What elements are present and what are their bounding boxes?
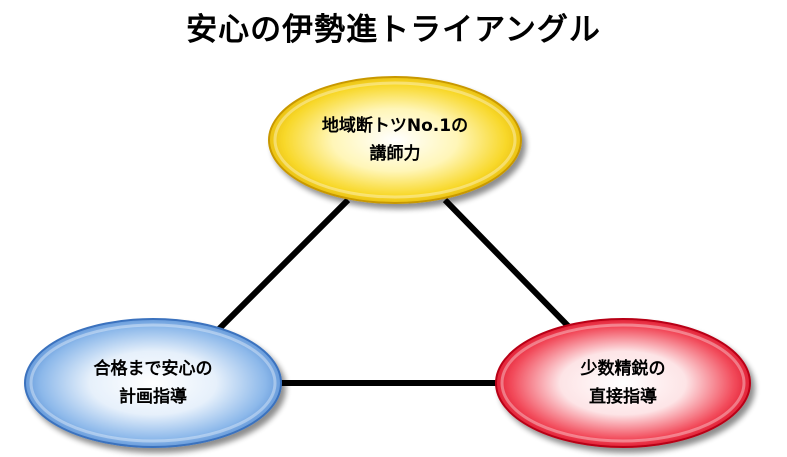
node-left-label: 合格まで安心の 計画指導 [53,355,253,411]
connector-top-right [442,197,575,333]
node-top-label-line1: 地域断トツNo.1の [321,116,469,136]
node-right-label-line2: 直接指導 [589,387,657,407]
node-top-label-line2: 講師力 [369,144,421,164]
connector-top-left [215,197,351,333]
node-top-label: 地域断トツNo.1の 講師力 [295,112,495,168]
node-left [24,318,282,448]
diagram-title: 安心の伊勢進トライアングル [186,12,601,48]
node-right-label: 少数精鋭の 直接指導 [523,355,723,411]
node-right-label-line1: 少数精鋭の [580,359,666,379]
node-left-label-line2: 計画指導 [119,387,187,407]
node-left-label-line1: 合格まで安心の [93,359,213,379]
node-right [495,318,751,448]
node-top [268,76,522,204]
